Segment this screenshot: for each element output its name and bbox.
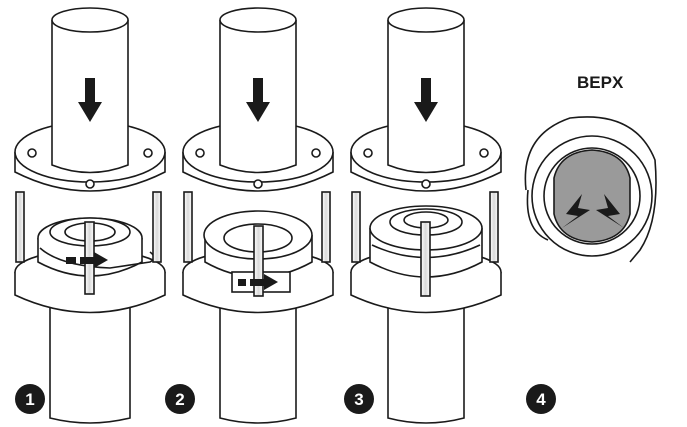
assembly-step-2	[182, 7, 334, 424]
step-badge-4: 4	[526, 384, 556, 414]
bolt-hole	[479, 148, 489, 158]
threaded-rod	[351, 191, 361, 263]
wire-clip	[526, 189, 549, 241]
inward-arrow-icon	[562, 194, 624, 228]
bolt-hole	[195, 148, 205, 158]
step-number: 4	[536, 390, 546, 409]
step-number: 3	[354, 390, 363, 409]
valve-seat-shaded	[553, 149, 631, 243]
step-badge-3: 3	[344, 384, 374, 414]
right-arrow-icon	[238, 274, 278, 290]
bolt-hole	[253, 179, 263, 189]
wire-clip	[524, 116, 657, 263]
step-number: 2	[175, 390, 184, 409]
down-arrow-icon	[414, 78, 438, 122]
down-arrow-icon	[246, 78, 270, 122]
threaded-rod	[15, 191, 25, 263]
right-arrow-icon	[66, 252, 108, 268]
upper-pipe-opening	[51, 7, 129, 33]
threaded-rod	[253, 225, 264, 297]
step-number: 1	[25, 390, 34, 409]
bolt-hole	[85, 179, 95, 189]
threaded-rod	[152, 191, 162, 263]
step-badge-1: 1	[15, 384, 45, 414]
lower-pipe	[49, 299, 131, 424]
assembly-step-4	[524, 116, 657, 263]
model-label: BEPX	[577, 73, 624, 92]
bolt-hole	[143, 148, 153, 158]
threaded-rod	[183, 191, 193, 263]
assembly-step-3	[350, 7, 502, 424]
bolt-hole	[27, 148, 37, 158]
upper-pipe-opening	[219, 7, 297, 33]
down-arrow-icon	[78, 78, 102, 122]
step-badge-2: 2	[165, 384, 195, 414]
bolt-hole	[363, 148, 373, 158]
threaded-rod	[489, 191, 499, 263]
upper-pipe-opening	[387, 7, 465, 33]
lower-pipe	[387, 299, 465, 424]
threaded-rod	[321, 191, 331, 263]
bolt-hole	[421, 179, 431, 189]
bolt-hole	[311, 148, 321, 158]
lower-pipe	[219, 299, 297, 424]
threaded-rod	[420, 221, 431, 297]
assembly-step-1	[14, 7, 166, 424]
